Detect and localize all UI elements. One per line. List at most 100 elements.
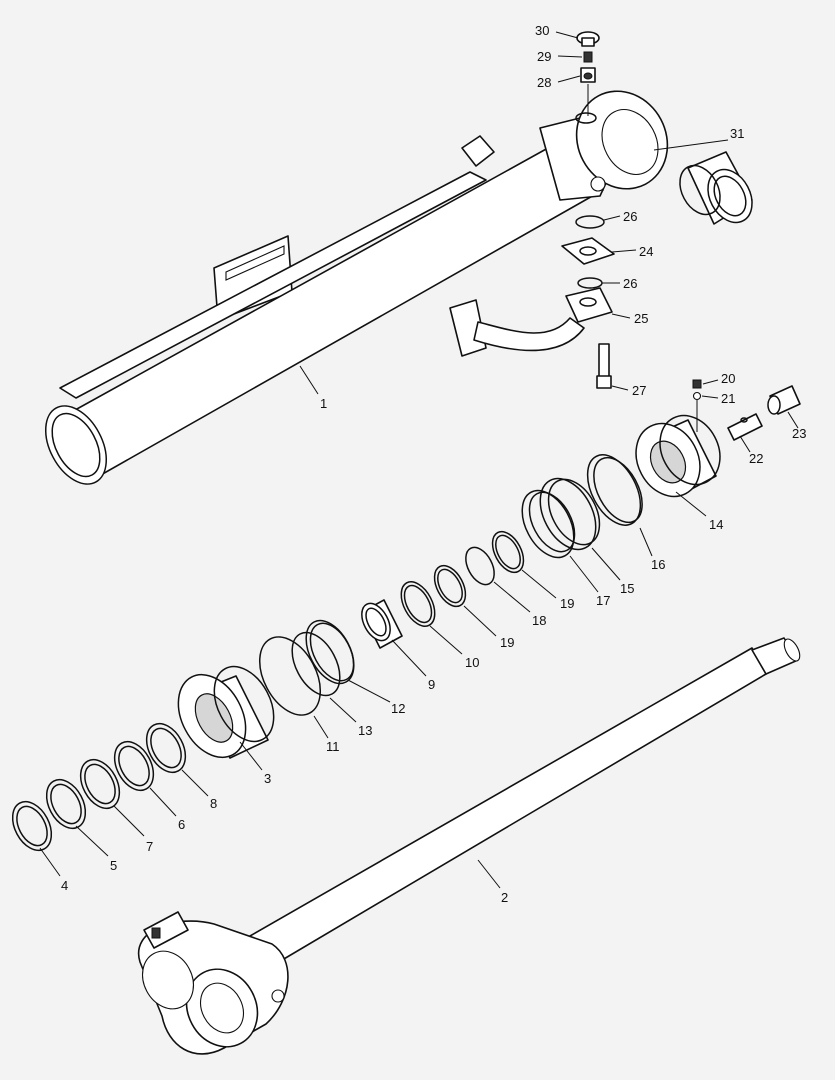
leader-lines — [39, 31, 799, 889]
rod-eye-tab-slot — [151, 927, 161, 939]
callout-13: 13 — [358, 723, 372, 738]
rod-guide-groove — [213, 665, 275, 743]
rod-end-face — [783, 638, 801, 662]
leader-5 — [75, 825, 109, 857]
rod-eye-tab — [143, 911, 189, 949]
ring-18-shape — [465, 546, 495, 586]
tube-pipe — [473, 317, 585, 352]
oring-13-shape — [291, 631, 341, 697]
rod-grease-fitting — [271, 989, 285, 1003]
spring-coil — [583, 51, 593, 63]
leader-27 — [611, 385, 629, 391]
part-23-sleeve — [767, 385, 801, 415]
leader-16 — [639, 527, 653, 557]
leader-15 — [591, 547, 621, 581]
leader-28 — [557, 75, 581, 83]
callout-14: 14 — [709, 517, 723, 532]
leader-30 — [555, 31, 579, 39]
ring-19b-outer — [433, 564, 467, 608]
barrel-stop-block — [461, 135, 495, 167]
leader-7 — [113, 805, 145, 837]
callout-8: 8 — [210, 796, 217, 811]
ring-10-outer — [400, 581, 436, 627]
bolt-head — [596, 375, 612, 389]
callout-31: 31 — [730, 126, 744, 141]
piston-bore — [649, 440, 687, 484]
ring-4-outer — [11, 800, 53, 852]
oring-lower-shape — [577, 277, 603, 289]
leader-2 — [477, 859, 501, 889]
backup-ring-inner — [309, 622, 355, 682]
wear-ring-inner — [593, 456, 643, 524]
seal-15-inner — [547, 478, 601, 546]
callout-4: 4 — [61, 878, 68, 893]
tube-flange-end — [449, 299, 487, 357]
callout-29: 29 — [537, 49, 551, 64]
callout-5: 5 — [110, 858, 117, 873]
callout-26b: 26 — [623, 276, 637, 291]
leader-18 — [493, 581, 531, 613]
barrel-front-inner-rim — [51, 412, 101, 478]
plug-body — [581, 37, 595, 47]
callout-6: 6 — [178, 817, 185, 832]
ring-6-outer — [113, 740, 155, 792]
callout-23: 23 — [792, 426, 806, 441]
barrel-eye-bore — [601, 109, 659, 175]
ring-8-inner — [150, 727, 182, 769]
part-1-cylinder-barrel — [44, 90, 669, 485]
rod-guide-bore — [194, 693, 234, 743]
ring-5-inner — [50, 783, 82, 825]
leader-1 — [299, 365, 319, 395]
ring-7-inner — [84, 763, 116, 805]
part-30-plug — [576, 31, 600, 47]
barrel-tube-body — [47, 147, 604, 481]
part-13-oring — [291, 631, 341, 697]
leader-8 — [181, 769, 209, 797]
part-6-ring — [113, 740, 155, 792]
callout-21: 21 — [721, 391, 735, 406]
bushing-rear — [679, 164, 721, 216]
part-12-backup-ring — [305, 619, 355, 685]
callout-24: 24 — [639, 244, 653, 259]
callout-1: 1 — [320, 396, 327, 411]
flange-port — [579, 246, 597, 256]
leader-11 — [313, 715, 329, 739]
callout-2: 2 — [501, 890, 508, 905]
callout-25: 25 — [634, 311, 648, 326]
rod-eye-bore — [199, 982, 245, 1034]
barrel-front-opening — [44, 405, 108, 485]
ring-10-inner — [403, 584, 433, 624]
bushing-end — [707, 168, 753, 224]
callout-3: 3 — [264, 771, 271, 786]
leader-3 — [239, 741, 263, 771]
callout-19a: 19 — [560, 596, 574, 611]
callout-17: 17 — [596, 593, 610, 608]
leader-25 — [611, 313, 631, 319]
flange-plate — [561, 237, 615, 265]
ring-5-outer — [45, 778, 87, 830]
leader-6 — [149, 787, 177, 817]
seal-17-outer — [521, 489, 575, 559]
callout-27: 27 — [632, 383, 646, 398]
part-19-ring-b — [433, 564, 467, 608]
part-2-piston-rod — [137, 637, 801, 1055]
bolt-shank — [598, 343, 610, 381]
callout-18: 18 — [532, 613, 546, 628]
leader-20 — [702, 379, 719, 385]
callout-labels: 1 2 3 4 5 6 7 8 9 10 11 12 13 14 15 16 1… — [61, 23, 806, 905]
ring-19a-outer — [491, 530, 525, 574]
callout-22: 22 — [749, 451, 763, 466]
leader-14 — [675, 491, 707, 517]
fitting-bore — [583, 72, 593, 80]
part-8-ring — [145, 722, 187, 774]
leader-21 — [701, 395, 719, 399]
callout-19b: 19 — [500, 635, 514, 650]
part-3-rod-guide — [177, 665, 275, 759]
ring-8-outer — [145, 722, 187, 774]
rod-eye-rear-bore — [142, 950, 194, 1010]
tube-block — [565, 287, 613, 323]
part-31-bushing — [679, 151, 753, 225]
ball-shape — [692, 391, 702, 401]
